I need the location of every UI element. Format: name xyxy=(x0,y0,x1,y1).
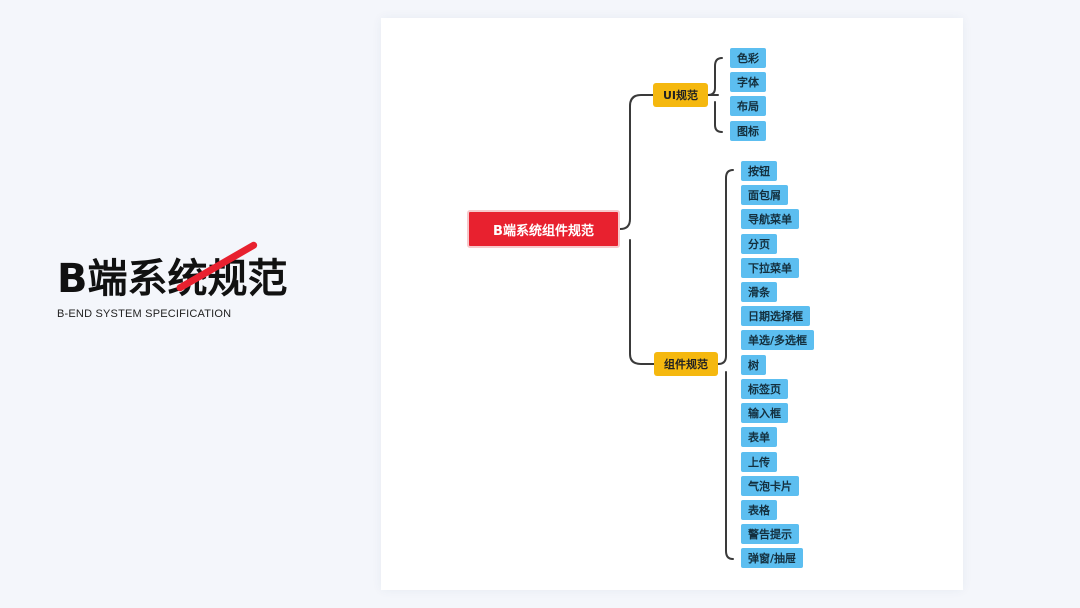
leaf-node: 导航菜单 xyxy=(741,209,799,229)
leaf-node: 分页 xyxy=(741,234,777,254)
leaf-node: 色彩 xyxy=(730,48,766,68)
hero-block: B端系统规范 B-END SYSTEM SPECIFICATION xyxy=(57,240,357,330)
leaf-node: 警告提示 xyxy=(741,524,799,544)
leaf-node: 单选/多选框 xyxy=(741,330,815,350)
leaf-node: 按钮 xyxy=(741,161,777,181)
leaf-node: 表格 xyxy=(741,500,777,520)
leaf-node: 布局 xyxy=(730,96,766,116)
leaf-node: 表单 xyxy=(741,427,777,447)
leaf-node: 树 xyxy=(741,355,766,375)
leaf-node: 字体 xyxy=(730,72,766,92)
hero-subtitle: B-END SYSTEM SPECIFICATION xyxy=(57,308,232,320)
mindmap-panel xyxy=(381,18,963,590)
hero-title: B端系统规范 xyxy=(57,256,288,302)
leaf-node: 气泡卡片 xyxy=(741,476,799,496)
leaf-node: 弹窗/抽屉 xyxy=(741,548,804,568)
branch-component-spec: 组件规范 xyxy=(654,352,718,376)
branch-ui-spec: UI规范 xyxy=(653,83,708,107)
root-node: B端系统组件规范 xyxy=(467,210,620,248)
leaf-node: 下拉菜单 xyxy=(741,258,799,278)
leaf-node: 标签页 xyxy=(741,379,788,399)
leaf-node: 上传 xyxy=(741,452,777,472)
leaf-node: 滑条 xyxy=(741,282,777,302)
leaf-node: 日期选择框 xyxy=(741,306,810,326)
leaf-node: 图标 xyxy=(730,121,766,141)
leaf-node: 面包屑 xyxy=(741,185,788,205)
leaf-node: 输入框 xyxy=(741,403,788,423)
